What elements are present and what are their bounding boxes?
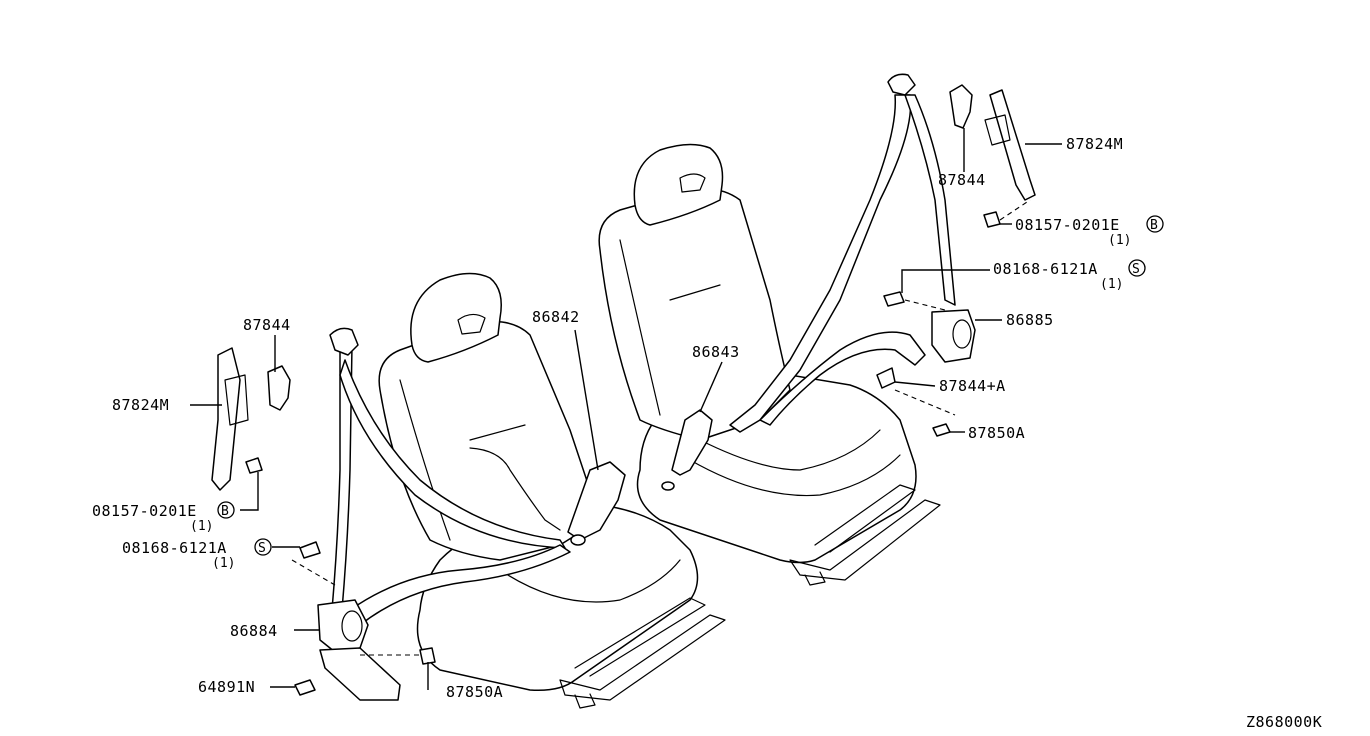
label-87844-right: 87844 [938,171,986,189]
label-86884: 86884 [230,622,278,640]
part-labels: 87824M 87844 08157-0201E B (1) 08168-612… [92,135,1322,731]
label-87850A-right: 87850A [968,424,1025,442]
label-08168-left: 08168-6121A [122,539,227,557]
badge-s-right-text: S [1132,262,1140,277]
diagram-code: Z868000K [1246,713,1322,731]
leader-lines [190,128,1062,690]
label-08157-right: 08157-0201E [1015,216,1120,234]
badge-b-left [217,501,235,519]
label-87844-left: 87844 [243,316,291,334]
left-seat-illustration [211,272,726,709]
label-64891N: 64891N [198,678,255,696]
label-87824M-left: 87824M [112,396,169,414]
badge-s-left-text: S [258,541,266,556]
label-86885: 86885 [1006,311,1054,329]
label-86843: 86843 [692,343,740,361]
label-87824M-right: 87824M [1066,135,1123,153]
label-87844A: 87844+A [939,377,1006,395]
right-seat-illustration [598,73,1036,586]
qty-08157-left: (1) [190,519,213,534]
label-86842: 86842 [532,308,580,326]
qty-08168-right: (1) [1100,277,1123,292]
badge-b-right-text: B [1150,218,1158,233]
label-08157-left: 08157-0201E [92,502,197,520]
qty-08157-right: (1) [1108,233,1131,248]
badge-s-right [1128,259,1146,277]
label-08168-right: 08168-6121A [993,260,1098,278]
badge-b-right [1146,215,1164,233]
label-87850A-left: 87850A [446,683,503,701]
badge-s-left [254,538,272,556]
qty-08168-left: (1) [212,556,235,571]
badge-b-left-text: B [221,504,229,519]
